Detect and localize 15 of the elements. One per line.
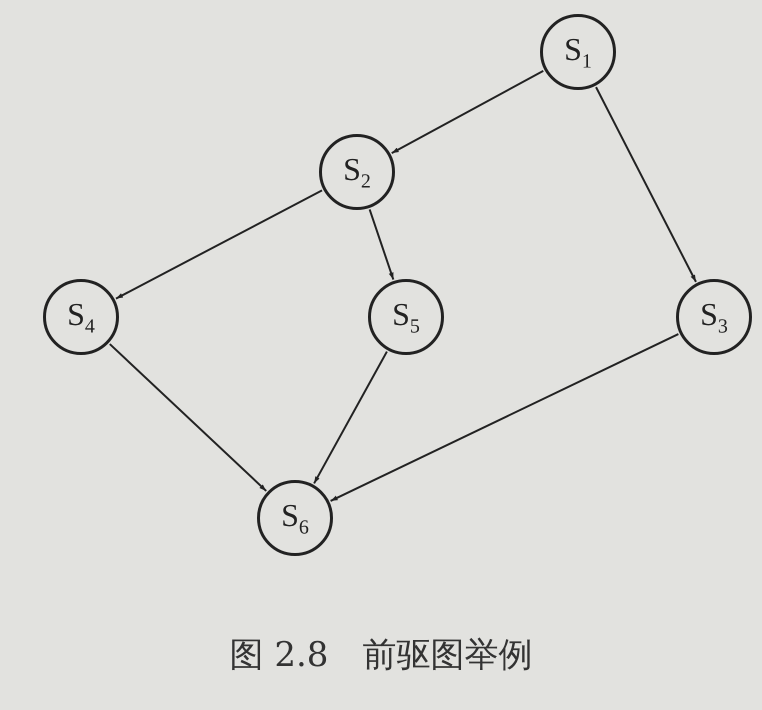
arrow (368, 209, 394, 280)
arrow (313, 351, 388, 484)
figure-caption: 图 2.8 前驱图举例 (230, 635, 532, 675)
node-label: S$_{6}$ (281, 496, 309, 540)
arrow (391, 70, 544, 154)
arrow (330, 333, 679, 502)
node-label: S$_{4}$ (67, 296, 95, 338)
node-label: S$_{3}$ (700, 296, 728, 338)
node-label: S$_{2}$ (343, 150, 371, 194)
arrow (116, 189, 322, 300)
node-label: S$_{1}$ (564, 30, 592, 74)
state-circle (257, 480, 333, 556)
node-label: S$_{5}$ (392, 296, 420, 338)
arrow (595, 86, 697, 282)
arrow (109, 343, 267, 492)
